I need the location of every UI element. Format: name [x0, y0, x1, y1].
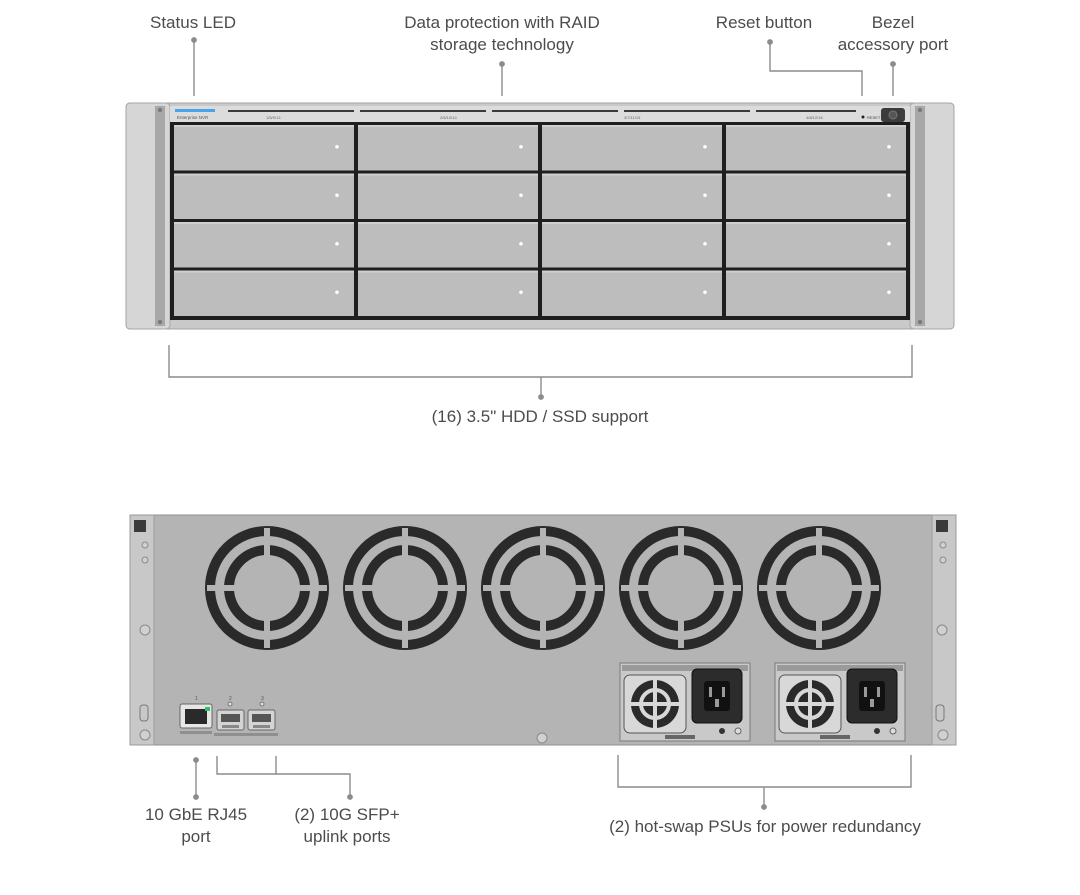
bezel-label-line1: Bezel	[871, 13, 915, 32]
drive-led	[887, 144, 891, 149]
drive-sled	[358, 222, 538, 268]
fan-grille	[619, 526, 743, 650]
drive-led	[703, 290, 707, 295]
port-number-1: 1	[195, 696, 198, 702]
drive-sled	[726, 270, 906, 316]
drive-led	[335, 193, 339, 198]
fan-grille	[481, 526, 605, 650]
sfp-label-line2: uplink ports	[303, 827, 391, 846]
drive-led	[887, 290, 891, 295]
fan-grille	[343, 526, 467, 650]
drive-sled	[542, 222, 722, 268]
brand-label: Enterprise NVR	[177, 115, 209, 120]
drive-led	[703, 144, 707, 149]
rj45-port-label: 10 GbE RJ45 port	[136, 804, 256, 848]
drive-support-bracket	[168, 345, 913, 400]
port-number-3: 3	[261, 696, 264, 702]
reset-label: RESET	[867, 115, 881, 120]
psu-module	[774, 662, 906, 742]
drive-sled	[542, 173, 722, 219]
drive-led	[887, 241, 891, 246]
drive-sled	[542, 125, 722, 171]
group-label-3: 3/7/11/15	[624, 115, 641, 120]
drive-led	[519, 290, 523, 295]
top-leader-lines	[191, 37, 896, 96]
group-label-bars	[228, 110, 856, 112]
psu-module	[619, 662, 751, 742]
group-label-2: 2/6/10/14	[440, 115, 457, 120]
drive-support-label: (16) 3.5" HDD / SSD support	[431, 407, 649, 426]
drive-sled	[726, 173, 906, 219]
drive-sled	[174, 222, 354, 268]
drive-sled	[542, 270, 722, 316]
rear-panel-illustration: 1 2 3	[129, 514, 957, 810]
sfp-label-line1: (2) 10G SFP+	[294, 805, 400, 824]
drive-led	[887, 193, 891, 198]
bezel-label-line2: accessory port	[837, 35, 949, 54]
sfp-ports-label: (2) 10G SFP+ uplink ports	[282, 804, 412, 848]
reset-pinhole	[861, 115, 865, 119]
drive-led	[519, 193, 523, 198]
raid-label: Data protection with RAID storage techno…	[380, 12, 624, 56]
drive-sled	[174, 173, 354, 219]
drive-led	[335, 241, 339, 246]
raid-label-line1: Data protection with RAID	[404, 13, 600, 32]
raid-label-line2: storage technology	[430, 35, 574, 54]
drive-led	[703, 241, 707, 246]
group-label-4: 4/8/12/16	[806, 115, 823, 120]
drive-sled	[174, 125, 354, 171]
drive-sled	[358, 270, 538, 316]
drive-sled	[174, 270, 354, 316]
rj45-label-line1: 10 GbE RJ45	[144, 805, 248, 824]
drive-sled	[358, 125, 538, 171]
front-top-strip	[170, 106, 910, 122]
rj45-label-line2: port	[181, 827, 211, 846]
status-led-bar	[175, 109, 215, 112]
front-panel-illustration: Enterprise NVR 1/5/9/13 2/6/10/14 3/7/11…	[125, 37, 955, 400]
drive-sled	[726, 222, 906, 268]
drive-sleds	[174, 125, 906, 316]
drive-led	[519, 241, 523, 246]
network-ports: 1 2 3	[179, 696, 278, 736]
power-supplies	[619, 662, 906, 742]
reset-button-label: Reset button	[715, 13, 813, 32]
drive-led	[519, 144, 523, 149]
cooling-fans	[205, 526, 881, 650]
fan-grille	[205, 526, 329, 650]
drive-led	[703, 193, 707, 198]
drive-sled	[726, 125, 906, 171]
group-label-1: 1/5/9/13	[266, 115, 281, 120]
drive-led	[335, 144, 339, 149]
status-led-label: Status LED	[150, 13, 236, 32]
bezel-port-label: Bezel accessory port	[830, 12, 956, 56]
fan-grille	[757, 526, 881, 650]
port-number-2: 2	[229, 696, 232, 702]
bottom-leader-lines	[193, 755, 912, 810]
drive-led	[335, 290, 339, 295]
drive-sled	[358, 173, 538, 219]
psu-label: (2) hot-swap PSUs for power redundancy	[609, 817, 921, 836]
